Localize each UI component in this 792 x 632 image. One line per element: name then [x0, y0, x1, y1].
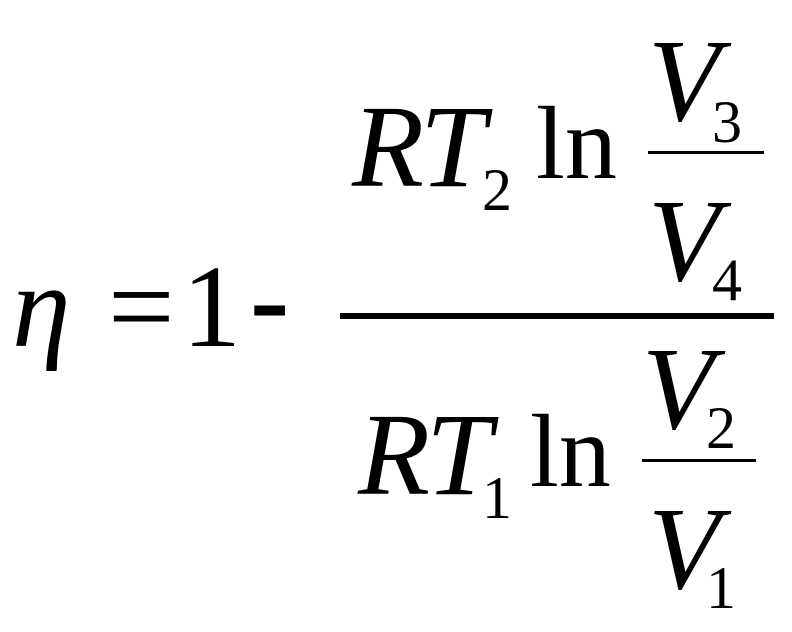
numerator-r: R	[352, 81, 425, 212]
denominator-ratio-bottom-subscript: 1	[706, 555, 736, 621]
numerator-ratio-bottom-subscript: 4	[712, 247, 742, 313]
number-one: 1	[182, 241, 241, 372]
denominator-ratio-bar	[642, 459, 756, 462]
denominator-t: T	[426, 389, 492, 520]
denominator-ratio-top-v: V	[642, 323, 715, 454]
denominator-t-subscript: 1	[482, 465, 512, 531]
denominator-ln: ln	[530, 394, 611, 509]
denominator-r: R	[358, 389, 431, 520]
numerator-t-subscript: 2	[482, 157, 512, 223]
numerator-ratio-top-subscript: 3	[712, 89, 742, 155]
denominator-ratio-bottom-v: V	[648, 483, 721, 614]
numerator-ln: ln	[536, 86, 617, 201]
main-fraction-bar	[340, 313, 774, 319]
numerator-ratio-bar	[648, 151, 764, 154]
numerator-ratio-bottom-v: V	[648, 175, 721, 306]
numerator-t: T	[420, 81, 486, 212]
equals-sign: =	[108, 241, 175, 372]
minus-sign: -	[250, 233, 290, 364]
numerator-ratio-top-v: V	[648, 15, 721, 146]
eta-symbol: η	[12, 241, 71, 372]
denominator-ratio-top-subscript: 2	[706, 395, 736, 461]
